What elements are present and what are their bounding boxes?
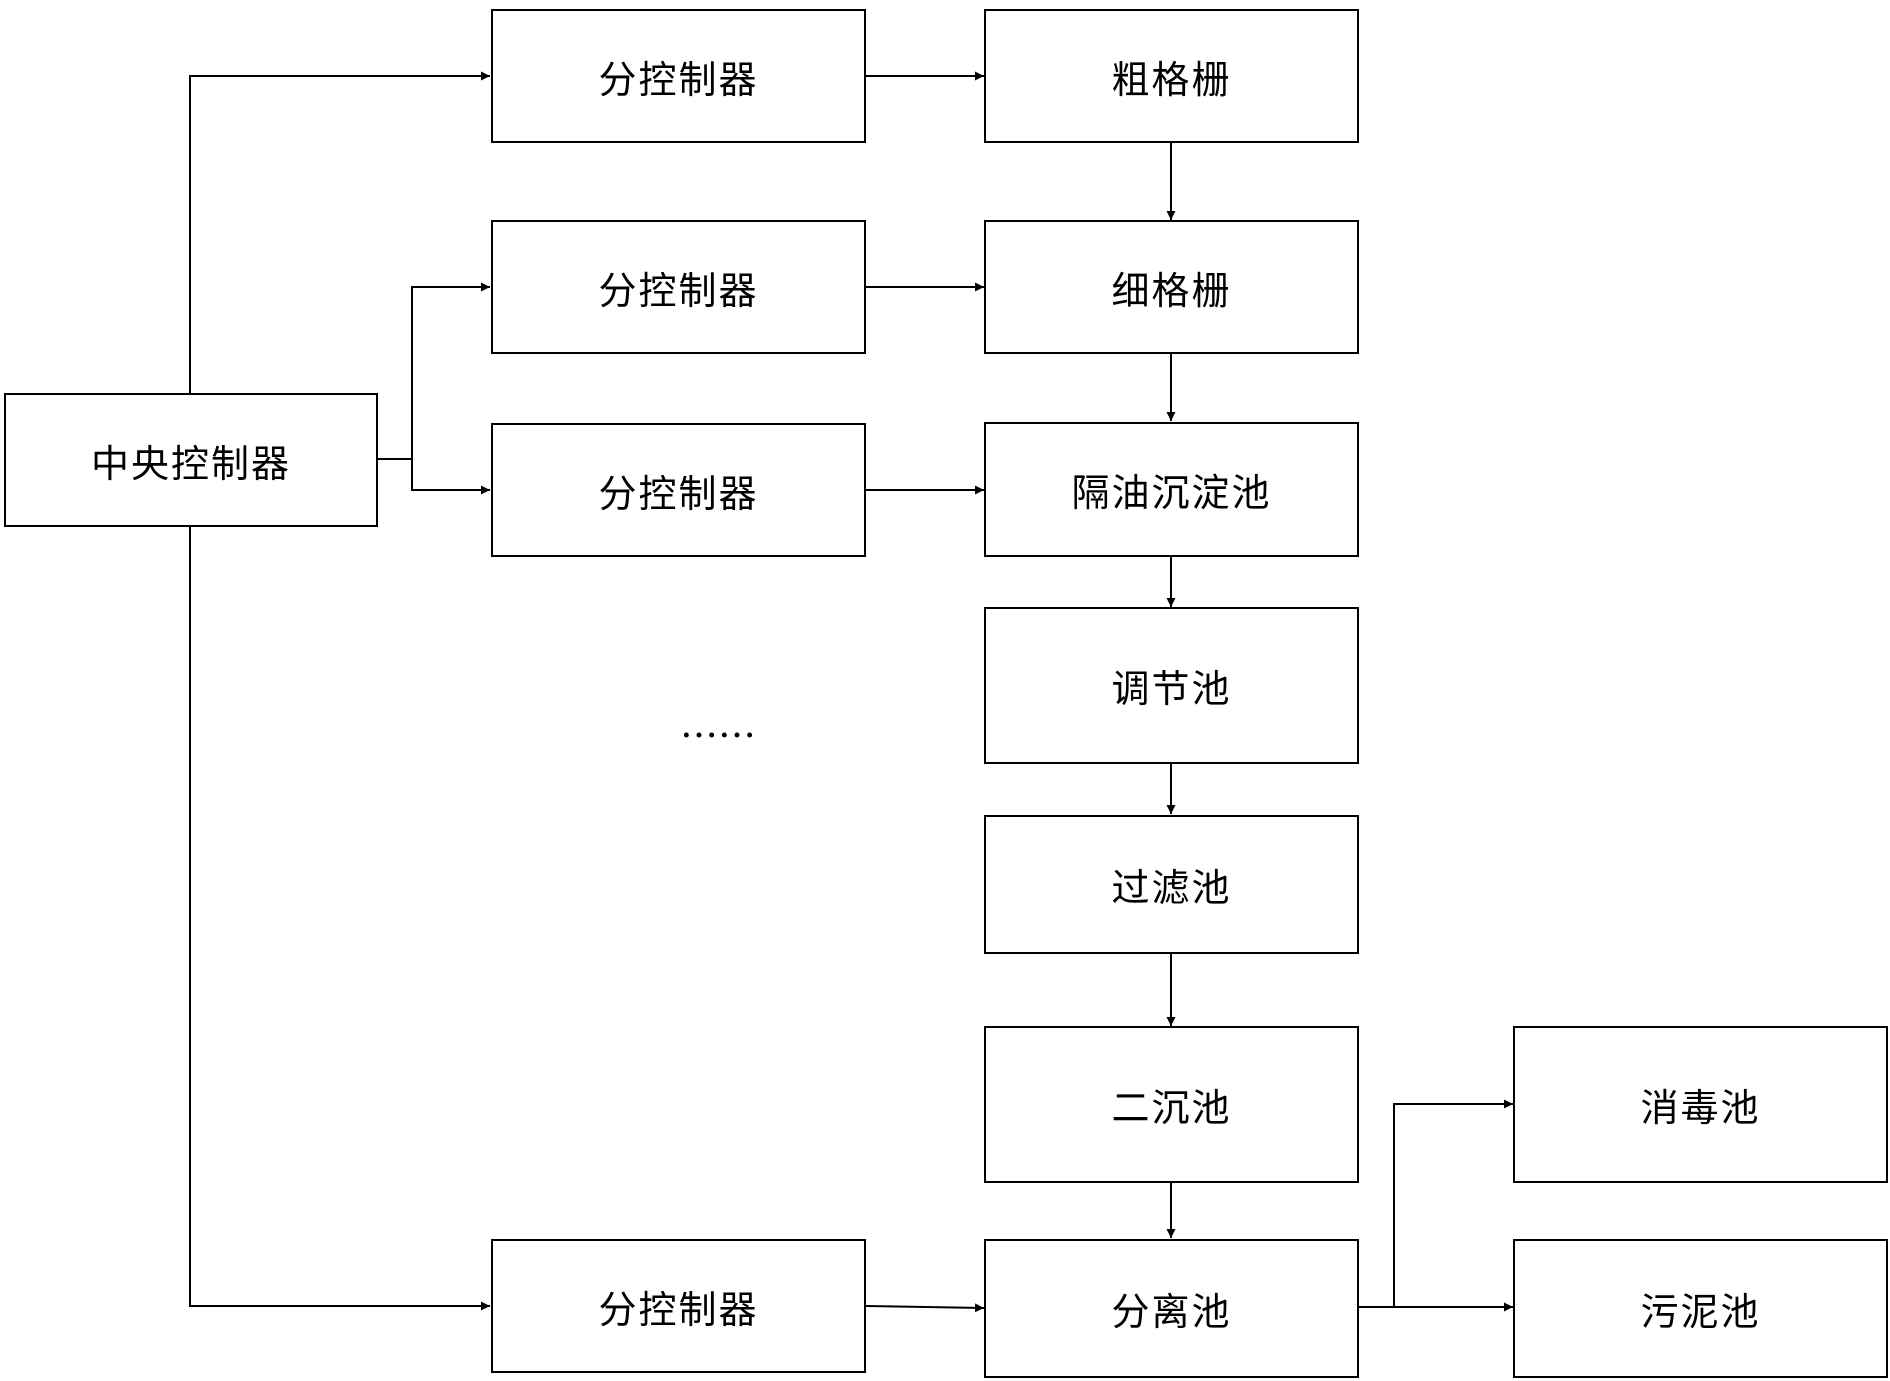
edge-central-sub1: [189, 71, 490, 393]
separation-tank-box: 分离池: [984, 1239, 1359, 1378]
edge-central-sub3: [411, 459, 490, 495]
edge-separation-disinfection: [1359, 1099, 1513, 1308]
sub-controller-box-1: 分控制器: [491, 9, 866, 143]
fine-grid-box: 细格栅: [984, 220, 1359, 354]
sludge-tank-box: 污泥池: [1513, 1239, 1888, 1378]
ellipsis-more-controllers: ……: [680, 702, 756, 746]
disinfection-tank-box: 消毒池: [1513, 1026, 1888, 1183]
central-controller-box: 中央控制器: [4, 393, 378, 527]
secondary-sedimentation-tank-box: 二沉池: [984, 1026, 1359, 1183]
filter-tank-box: 过滤池: [984, 815, 1359, 954]
edge-central-sub2: [411, 282, 490, 459]
edge-central-sub4: [189, 526, 490, 1311]
sub-controller-box-2: 分控制器: [491, 220, 866, 354]
edge-sub4-separation: [864, 1303, 985, 1313]
adjustment-tank-box: 调节池: [984, 607, 1359, 764]
coarse-grid-box: 粗格栅: [984, 9, 1359, 143]
sub-controller-box-4: 分控制器: [491, 1239, 866, 1373]
sub-controller-box-3: 分控制器: [491, 423, 866, 557]
oil-separation-sedimentation-tank-box: 隔油沉淀池: [984, 422, 1359, 557]
